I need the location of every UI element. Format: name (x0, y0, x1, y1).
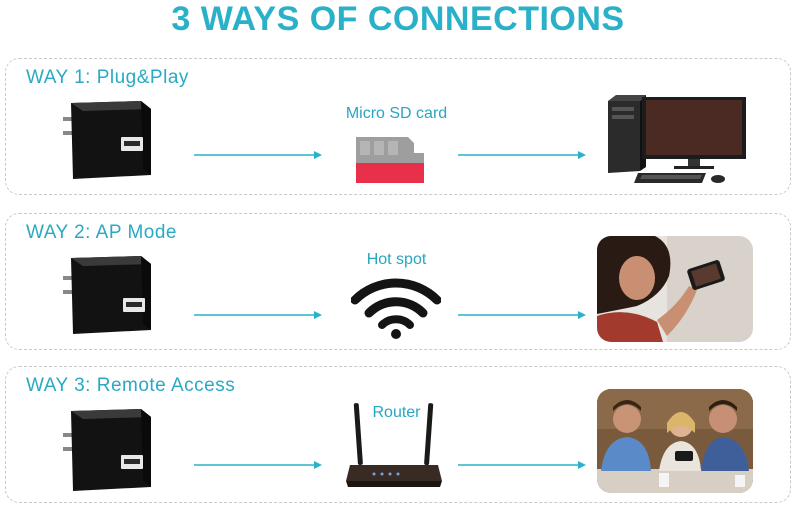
way-2-panel: WAY 2: AP Mode Hot spot (5, 213, 791, 350)
way-3-label: WAY 3: Remote Access (26, 375, 236, 396)
desktop-computer-icon (602, 93, 752, 193)
arrow-1a (194, 149, 324, 161)
charger-camera-device (61, 405, 156, 500)
friends-with-phone-photo (597, 389, 753, 493)
way-1-middle-label: Micro SD card (345, 105, 448, 122)
arrow-1b (458, 149, 588, 161)
way-1-label: WAY 1: Plug&Play (26, 67, 189, 88)
way-2-label: WAY 2: AP Mode (26, 222, 177, 243)
way-2-middle-label: Hot spot (366, 251, 427, 268)
way-1-panel: WAY 1: Plug&Play Micro SD card (5, 58, 791, 195)
router-icon (344, 399, 444, 496)
way-3-middle-label: Router (372, 404, 421, 421)
charger-camera-device (61, 252, 156, 342)
arrow-3b (458, 459, 588, 471)
arrow-3a (194, 459, 324, 471)
charger-camera-device (61, 97, 156, 187)
arrow-2a (194, 309, 324, 321)
page-title: 3 WAYS OF CONNECTIONS (171, 0, 625, 38)
arrow-2b (458, 309, 588, 321)
woman-with-phone-photo (597, 236, 753, 342)
way-3-panel: WAY 3: Remote Access Router (5, 366, 791, 503)
micro-sd-card-icon (354, 135, 426, 190)
wifi-hotspot-icon (350, 276, 442, 345)
